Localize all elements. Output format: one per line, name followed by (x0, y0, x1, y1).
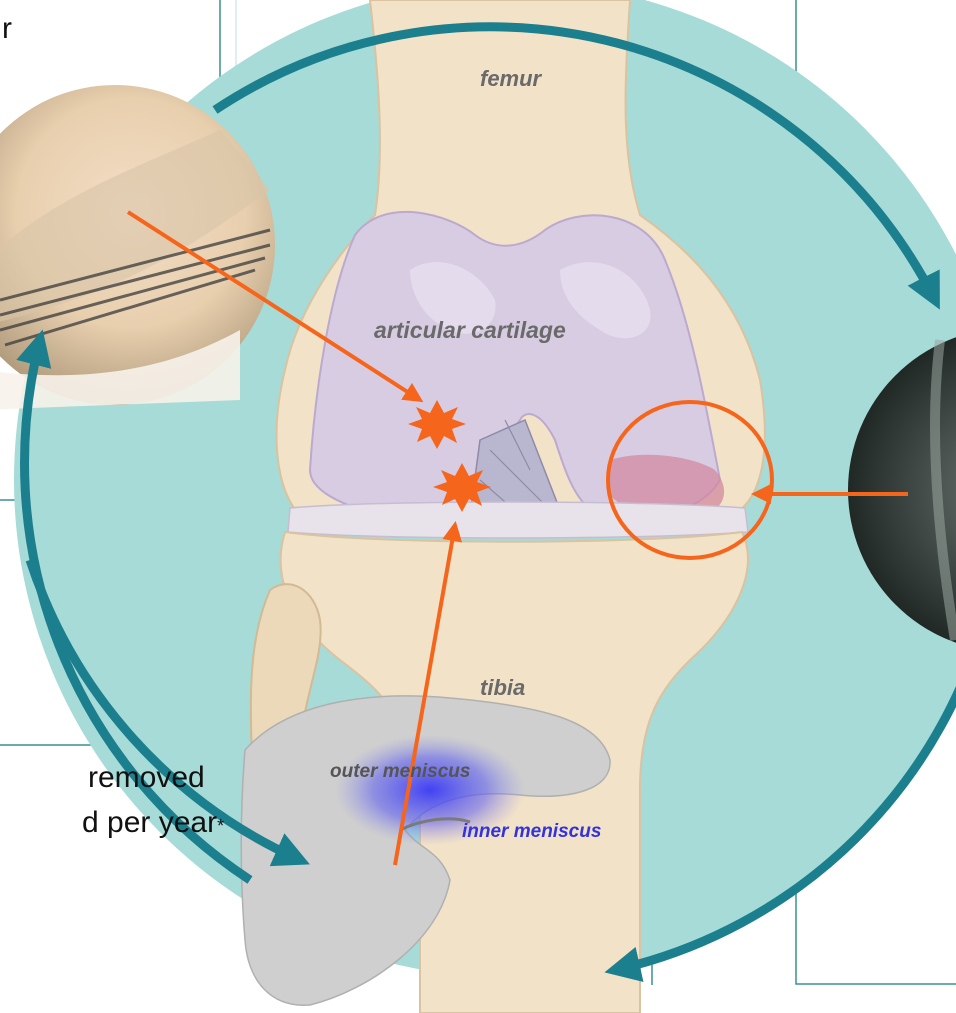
removed-text: removed (88, 761, 205, 795)
articular-cartilage-label: articular cartilage (374, 317, 566, 344)
footnote-asterisk: * (217, 816, 224, 836)
outer-meniscus-label: outer meniscus (330, 761, 470, 783)
femur-label: femur (480, 66, 541, 92)
per-year-text: d per year* (82, 806, 224, 840)
top-left-fragment: r (2, 12, 12, 46)
inner-meniscus-label: inner meniscus (462, 821, 601, 843)
tibia-label: tibia (480, 675, 525, 701)
per-year-line: d per year (82, 806, 217, 839)
joint-meniscus-band (288, 502, 748, 538)
